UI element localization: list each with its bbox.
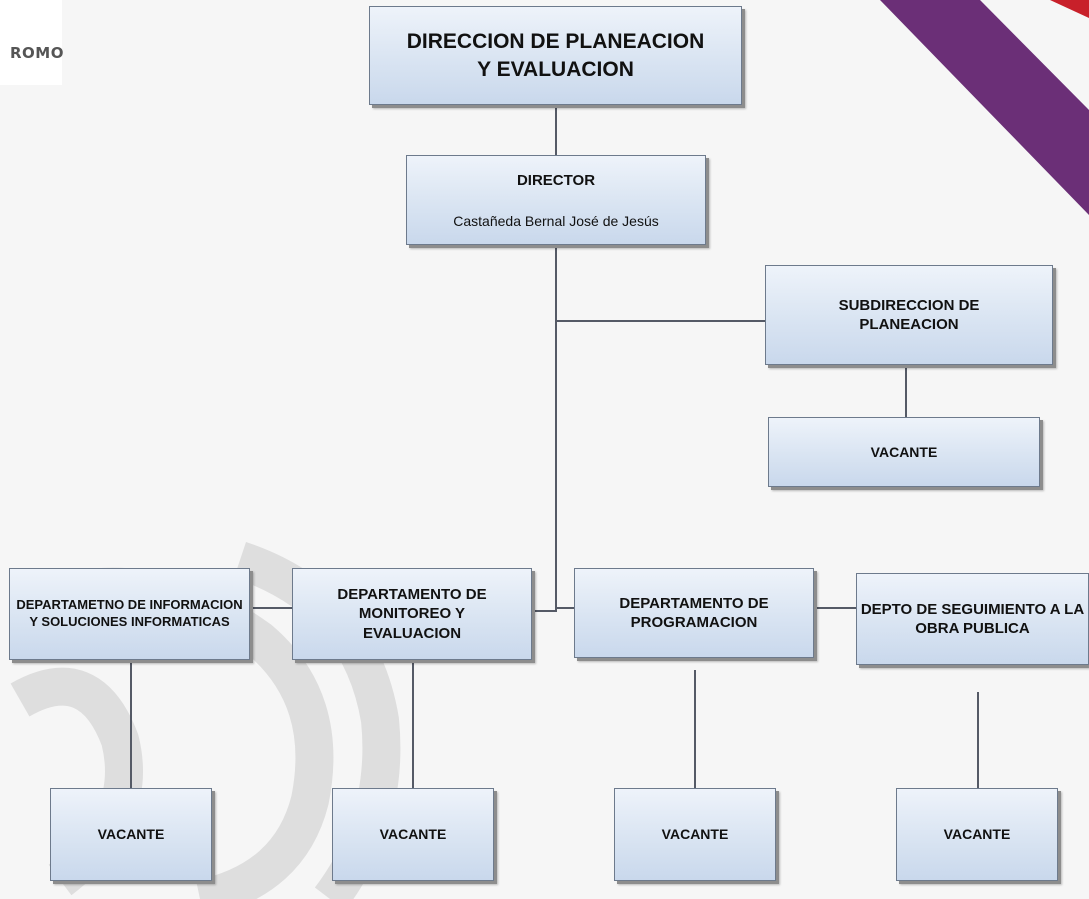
connector-monitoreo-vacante — [412, 660, 414, 788]
box-vacante-informacion-title: VACANTE — [97, 826, 165, 843]
logo-panel — [0, 0, 62, 85]
box-vacante-informacion: VACANTE — [50, 788, 212, 881]
connector-subdireccion-vacante — [905, 365, 907, 417]
connector-info-monitoreo — [250, 607, 292, 609]
box-depto-monitoreo: DEPARTAMENTO DE MONITOREO Y EVALUACION — [292, 568, 532, 660]
box-vacante-programacion-title: VACANTE — [661, 826, 729, 843]
connector-trunk-monitoreo — [532, 610, 557, 612]
connector-trunk-subdireccion — [555, 320, 765, 322]
corner-ribbon — [880, 0, 1089, 215]
connector-info-vacante — [130, 660, 132, 788]
connector-programacion-vacante — [694, 670, 696, 788]
box-subdireccion-title: SUBDIRECCION DE PLANEACION — [838, 296, 980, 334]
connector-obra-vacante — [977, 692, 979, 788]
connector-director-trunk — [555, 245, 557, 610]
box-depto-informacion: DEPARTAMETNO DE INFORMACION Y SOLUCIONES… — [9, 568, 250, 660]
box-vacante-obra: VACANTE — [896, 788, 1058, 881]
box-director: DIRECTOR Castañeda Bernal José de Jesús — [406, 155, 706, 245]
box-subdireccion: SUBDIRECCION DE PLANEACION — [765, 265, 1053, 365]
connector-programacion-obra — [814, 607, 856, 609]
logo-text: ROMO — [10, 44, 64, 62]
box-depto-monitoreo-title: DEPARTAMENTO DE MONITOREO Y EVALUACION — [337, 585, 487, 642]
box-depto-obra-title: DEPTO DE SEGUIMIENTO A LA OBRA PUBLICA — [860, 600, 1085, 638]
connector-direccion-director — [555, 105, 557, 155]
box-direccion-title: DIRECCION DE PLANEACION Y EVALUACION — [406, 30, 705, 81]
connector-monitoreo-programacion — [557, 607, 574, 609]
box-director-title: DIRECTOR — [516, 172, 596, 190]
box-vacante-obra-title: VACANTE — [943, 826, 1011, 843]
box-depto-informacion-title: DEPARTAMETNO DE INFORMACION Y SOLUCIONES… — [16, 597, 243, 629]
box-vacante-monitoreo-title: VACANTE — [379, 826, 447, 843]
box-depto-programacion: DEPARTAMENTO DE PROGRAMACION — [574, 568, 814, 658]
box-vacante-programacion: VACANTE — [614, 788, 776, 881]
box-depto-obra: DEPTO DE SEGUIMIENTO A LA OBRA PUBLICA — [856, 573, 1089, 665]
box-director-name: Castañeda Bernal José de Jesús — [453, 212, 659, 229]
box-direccion: DIRECCION DE PLANEACION Y EVALUACION — [369, 6, 742, 105]
box-subdireccion-vacante-title: VACANTE — [870, 443, 938, 460]
box-depto-programacion-title: DEPARTAMENTO DE PROGRAMACION — [619, 594, 769, 632]
box-vacante-monitoreo: VACANTE — [332, 788, 494, 881]
box-subdireccion-vacante: VACANTE — [768, 417, 1040, 487]
